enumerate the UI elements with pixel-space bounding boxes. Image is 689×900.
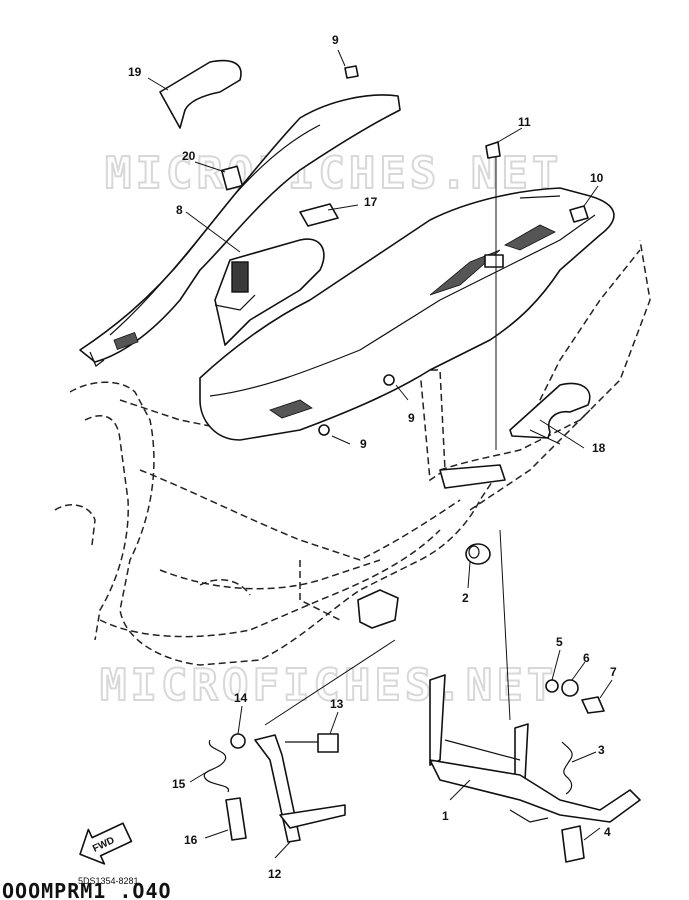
pivot-bolt xyxy=(285,733,339,753)
callout-13: 13 xyxy=(330,697,344,711)
damper-rubber xyxy=(465,543,491,565)
washer xyxy=(545,679,559,693)
callout-6: 6 xyxy=(583,651,590,665)
cover-plate-right xyxy=(509,382,591,439)
callout-18: 18 xyxy=(592,441,606,455)
watermark-top: MICROFICHES.NET xyxy=(105,148,562,199)
callout-11: 11 xyxy=(518,115,531,129)
label-plate xyxy=(220,165,244,191)
callouts: 1 2 3 4 5 6 7 8 9 9 9 10 11 12 13 14 15 … xyxy=(128,33,617,881)
cover-plate-top xyxy=(159,59,242,129)
bolt-10 xyxy=(569,205,589,223)
callout-9-top: 9 xyxy=(332,33,339,47)
watermark-bottom: MICROFICHES.NET xyxy=(100,660,557,711)
screw-floor-1 xyxy=(383,374,395,386)
callout-16: 16 xyxy=(184,833,198,847)
floor-support xyxy=(439,464,506,489)
label-sticker xyxy=(299,203,339,227)
callout-5: 5 xyxy=(556,635,563,649)
stand-bracket xyxy=(357,589,399,629)
nut xyxy=(230,733,246,749)
side-stand xyxy=(254,734,346,843)
collar xyxy=(561,679,579,697)
callout-7: 7 xyxy=(610,665,617,679)
callout-9-mid: 9 xyxy=(408,411,415,425)
bolt-11 xyxy=(485,141,501,159)
callout-14: 14 xyxy=(234,691,248,705)
fwd-arrow-icon: FWD xyxy=(79,822,133,865)
callout-2: 2 xyxy=(462,591,469,605)
floor-board xyxy=(199,187,615,441)
stand-collar xyxy=(561,825,585,863)
callout-12: 12 xyxy=(268,867,282,881)
footer-code: OOOMPRM1 .O4O xyxy=(2,879,172,900)
callout-19: 19 xyxy=(128,65,142,79)
drawing-code: 5DS1354-8281 xyxy=(78,876,139,886)
callout-1: 1 xyxy=(442,809,449,823)
callout-4: 4 xyxy=(604,825,611,839)
callout-8: 8 xyxy=(176,203,183,217)
spring-pin xyxy=(225,797,247,841)
leader-lines xyxy=(147,49,613,859)
left-side-cover xyxy=(79,94,401,367)
main-stand xyxy=(429,674,641,823)
callout-10: 10 xyxy=(590,171,604,185)
callout-3: 3 xyxy=(598,743,605,757)
callout-17: 17 xyxy=(364,195,378,209)
side-stand-spring xyxy=(203,739,229,793)
frame-outline xyxy=(54,239,651,666)
screw-floor-2 xyxy=(318,424,330,436)
callout-9-low: 9 xyxy=(360,437,367,451)
bolt xyxy=(581,696,605,714)
callout-20: 20 xyxy=(182,149,196,163)
inner-panel xyxy=(214,238,325,346)
main-stand-spring xyxy=(561,741,573,795)
screw-top xyxy=(344,65,359,79)
callout-15: 15 xyxy=(172,777,186,791)
